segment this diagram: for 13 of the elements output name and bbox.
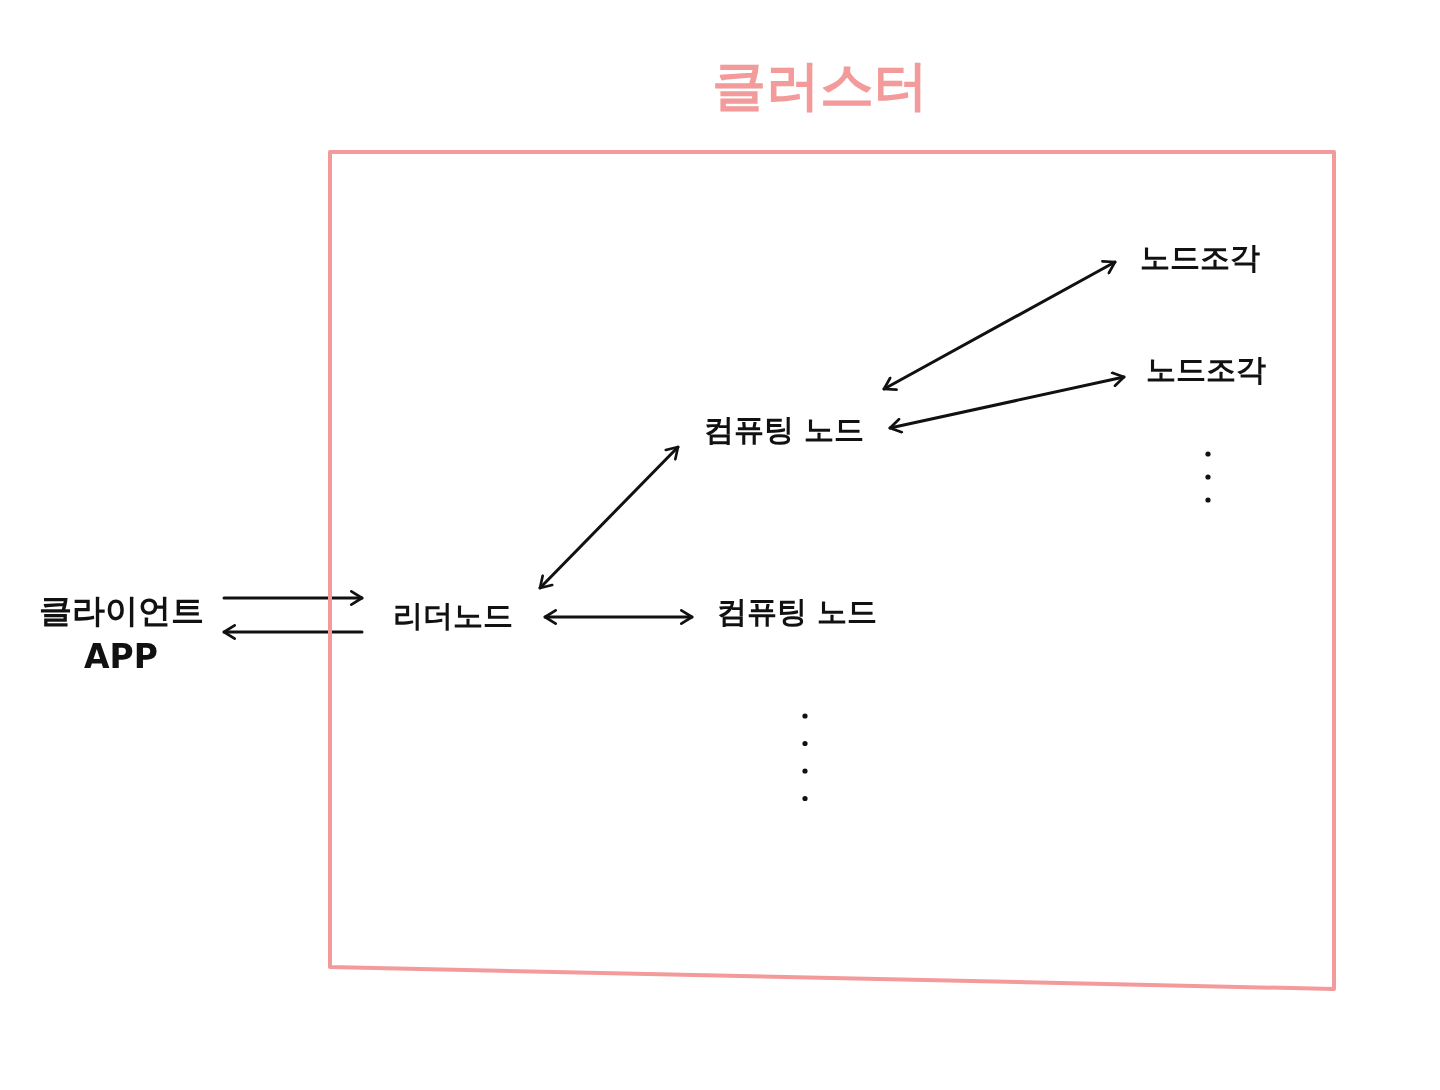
node-label: 노드조각: [1140, 348, 1272, 392]
arrow: [222, 624, 364, 640]
node-label: 노드조각: [1134, 236, 1266, 280]
double-arrow: [543, 609, 694, 625]
node-label: 컴퓨팅 노드: [700, 408, 868, 452]
node-label: 클라이언트 APP: [36, 588, 206, 688]
node-label: 컴퓨팅 노드: [708, 590, 886, 634]
double-arrow: [538, 445, 680, 590]
node-label: 리더노드: [380, 594, 525, 638]
double-arrow: [882, 259, 1117, 392]
double-arrow: [888, 371, 1126, 434]
arrow: [222, 590, 364, 606]
cluster-heading: 클러스터: [711, 53, 929, 119]
